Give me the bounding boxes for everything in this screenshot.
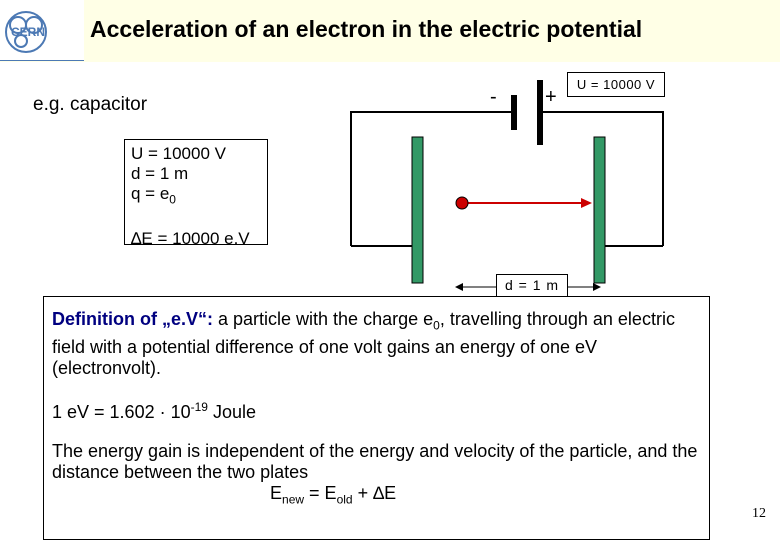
page-number: 12 (752, 506, 766, 521)
definition-text-a: a particle with the charge e (213, 309, 434, 329)
cern-logo-icon: CERN (5, 11, 47, 53)
joule-suffix: Joule (207, 401, 256, 422)
parameter-box: U = 10000 V d = 1 m q = e0 ∆E = 10000 e.… (124, 139, 268, 248)
slide-title: Acceleration of an electron in the elect… (90, 16, 643, 42)
formula-e: E (270, 482, 283, 503)
formula-end: E (384, 482, 397, 503)
electron-path-arrowhead (581, 198, 592, 208)
distance-arrow-left-head (455, 283, 463, 291)
right-capacitor-plate (593, 136, 606, 284)
definition-text-b: , travelling through an electric field w… (52, 309, 675, 378)
distance-line: d = 1 m (131, 164, 189, 183)
delta-symbol: ∆ (131, 229, 142, 249)
title-bar (0, 0, 780, 62)
charge-subscript: 0 (169, 192, 176, 207)
cern-logo: CERN (0, 0, 84, 61)
energy-line: ∆E = 10000 e.V (131, 229, 267, 249)
joule-conversion: 1 eV = 1.602 · 10-19 Joule (52, 397, 701, 423)
definition-paragraph: Definition of „e.V“: a particle with the… (52, 309, 701, 379)
definition-box: Definition of „e.V“: a particle with the… (43, 296, 710, 540)
formula-old-sub: old (336, 492, 353, 507)
definition-term: Definition of „e.V“: (52, 309, 213, 329)
right-wire (540, 111, 664, 246)
charge-subscript: 0 (433, 318, 440, 333)
example-label: e.g. capacitor (33, 94, 148, 115)
left-wire (350, 111, 514, 246)
joule-prefix: 1 eV = 1.602 · 10 (52, 401, 191, 422)
joule-exponent: -19 (190, 399, 208, 414)
minus-sign: - (490, 86, 497, 108)
electron (455, 196, 469, 210)
energy-formula: Enew = Eold + ∆E (52, 483, 701, 511)
charge-prefix: q = e (131, 184, 170, 203)
energy-gain-text: The energy gain is independent of the en… (52, 440, 698, 482)
formula-delta: ∆ (373, 482, 385, 503)
battery-voltage-label: U = 10000 V (567, 72, 665, 97)
left-capacitor-plate (411, 136, 424, 284)
formula-plus: + (352, 482, 374, 503)
energy-value: E = 10000 e.V (141, 229, 250, 249)
plus-sign: + (545, 86, 557, 108)
formula-eq: = E (304, 482, 337, 503)
cern-logo-text: CERN (11, 25, 45, 39)
plate-distance-label: d = 1 m (496, 274, 568, 297)
distance-arrow-right-head (593, 283, 601, 291)
formula-new-sub: new (282, 492, 305, 507)
capacitor-diagram: - + (350, 80, 664, 291)
charge-line: q = e0 (131, 184, 267, 209)
voltage-line: U = 10000 V (131, 144, 226, 163)
